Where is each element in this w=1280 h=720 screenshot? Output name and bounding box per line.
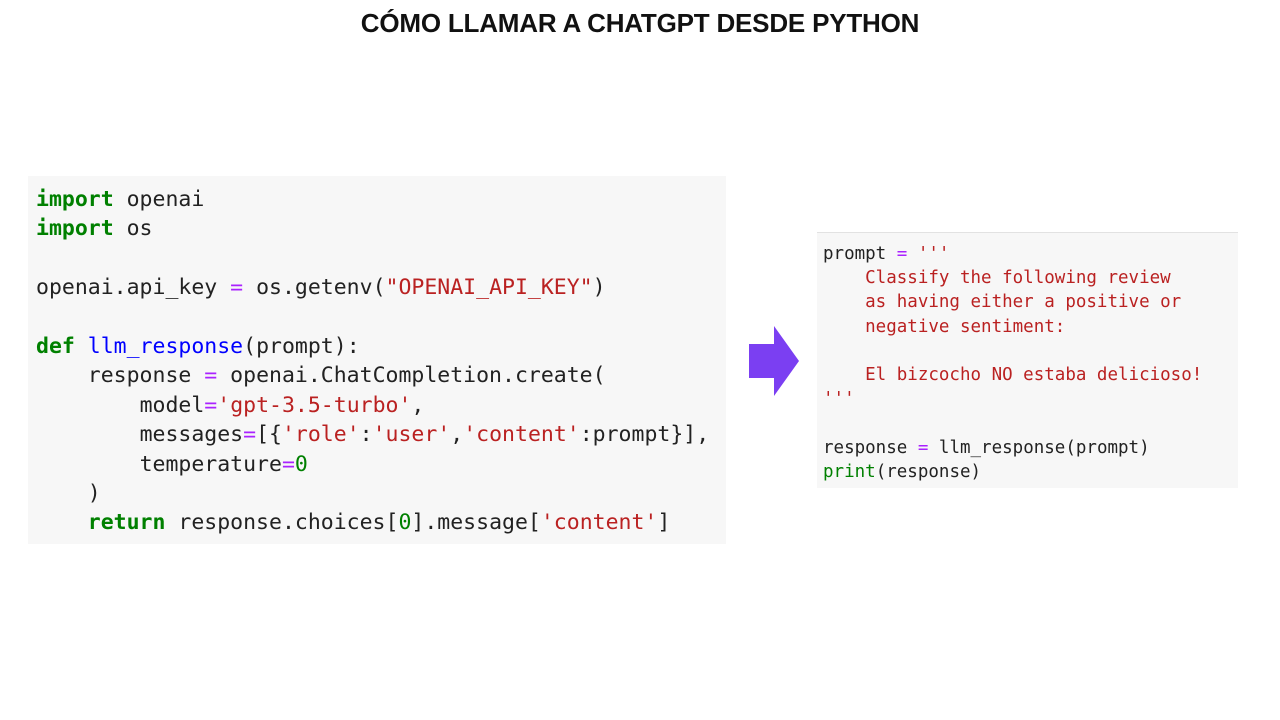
code-token: , [450,422,464,448]
number-token: 0 [398,510,412,536]
string-token: ''' [917,244,950,264]
code-line-10: temperature=0 [36,450,726,479]
code-token: openai.ChatCompletion.create( [217,363,606,389]
builtin-token: print [823,461,876,482]
code-token [907,244,918,264]
code-token: : [359,422,373,448]
code-token: ].message[ [411,510,541,536]
code-line-blank [823,339,1238,363]
code-line-12: return response.choices[0].message['cont… [36,508,726,537]
code-line-8: model='gpt-3.5-turbo', [36,391,726,420]
code-line-4: negative sentiment: [823,315,1238,339]
keyword-token: return [87,510,166,536]
right-arrow-icon [749,326,799,396]
code-line-2: import os [36,214,726,243]
operator-token: = [204,363,218,389]
code-line-3: as having either a positive or [823,290,1238,314]
code-token: :prompt}], [579,422,710,448]
indent [36,422,140,447]
indent [36,393,140,418]
code-line-9: response = llm_response(prompt) [823,436,1238,460]
operator-token: = [281,451,295,477]
string-token: Classify the following review [823,268,1171,289]
code-line-blank [36,303,726,332]
string-token: 'user' [372,422,451,448]
code-token: ) [592,275,606,301]
code-line-7: response = openai.ChatCompletion.create( [36,361,726,390]
string-token: 'role' [281,422,360,448]
string-token: El bizcocho NO estaba delicioso! [823,364,1203,385]
code-token: , [411,392,425,418]
code-line-2: Classify the following review [823,266,1238,290]
string-token: ''' [823,389,855,410]
code-line-4: openai.api_key = os.getenv("OPENAI_API_K… [36,273,726,302]
keyword-token: import [36,216,114,242]
code-token: messages [139,422,244,448]
indent [36,452,140,477]
function-name-token: llm_response [87,333,244,359]
keyword-token: def [36,333,75,359]
string-token: 'gpt-3.5-turbo' [217,392,412,418]
keyword-token: import [36,187,114,212]
code-line-blank [36,244,726,273]
code-token: ] [657,510,671,536]
code-token: model [139,392,205,418]
code-token: ) [87,480,101,506]
code-line-9: messages=[{'role':'user','content':promp… [36,420,726,449]
number-token: 0 [294,451,308,477]
code-line-11: ) [36,479,726,508]
string-token: "OPENAI_API_KEY" [385,275,593,301]
code-token: os.getenv( [243,275,386,301]
code-token: response.choices[ [165,510,399,536]
indent [36,363,88,388]
code-line-blank [823,411,1238,435]
indent [36,510,88,535]
code-token: openai.api_key [36,275,231,301]
operator-token: = [896,244,908,264]
string-token: 'content' [540,510,658,536]
code-token: os [113,216,153,242]
code-line-10: print(response) [823,460,1238,484]
code-block-prompt-usage: prompt = ''' Classify the following revi… [817,232,1238,488]
code-token: openai [113,187,205,212]
code-token: temperature [139,451,282,477]
operator-token: = [917,437,929,458]
code-token: [{ [256,422,282,448]
code-token [75,334,88,359]
slide-title: CÓMO LLAMAR A CHATGPT DESDE PYTHON [360,8,920,38]
string-token: negative sentiment: [823,316,1066,337]
indent [36,481,88,506]
string-token: 'content' [463,422,580,448]
code-token: prompt [823,244,897,264]
string-token: as having either a positive or [823,292,1182,313]
code-token: llm_response(prompt) [928,437,1150,458]
code-block-openai-call: import openai import os openai.api_key =… [28,176,726,544]
code-token: response [823,437,918,458]
code-token: (response) [875,461,982,482]
code-line-1: import openai [36,185,726,214]
code-line-1: prompt = ''' [823,242,1238,266]
code-line-6: El bizcocho NO estaba delicioso! [823,363,1238,387]
code-line-6: def llm_response(prompt): [36,332,726,361]
operator-token: = [243,422,257,448]
code-token: response [87,363,205,389]
operator-token: = [230,275,244,301]
code-line-7: ''' [823,387,1238,411]
operator-token: = [204,392,218,418]
code-token: (prompt): [243,333,360,359]
